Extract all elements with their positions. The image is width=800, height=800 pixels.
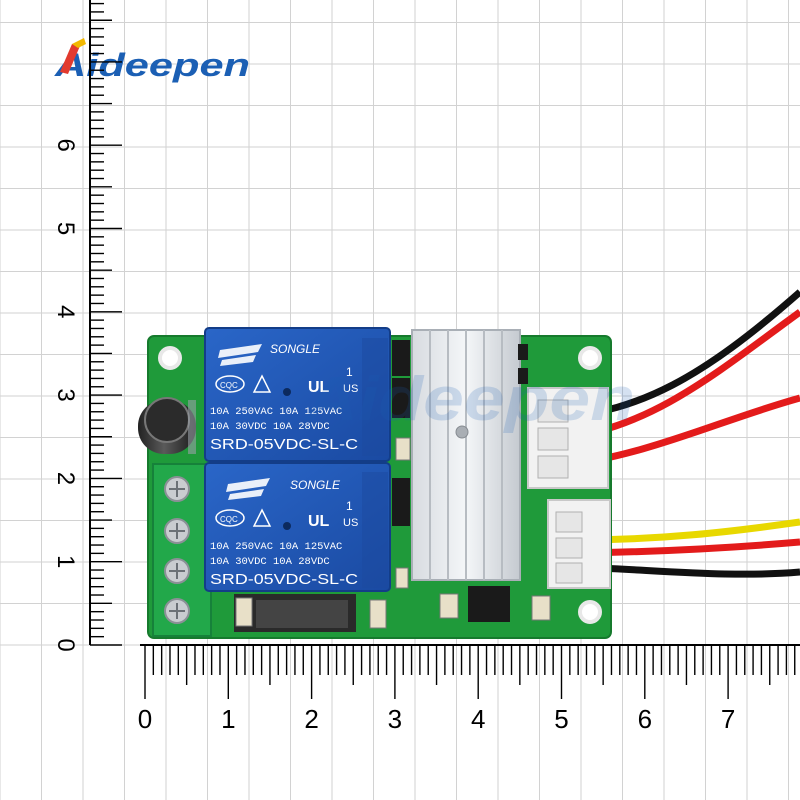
x-tick-label: 7 bbox=[721, 704, 735, 734]
relay-module: SONGLE 1 US CQC UL 10A 250VAC 10A 125VAC… bbox=[138, 327, 612, 639]
heatsink-screw bbox=[455, 425, 469, 439]
brand-logo: Aideepen bbox=[54, 38, 250, 83]
relay-2-logo-icon bbox=[226, 478, 270, 500]
relay-2-rating-2: 10A 30VDC 10A 28VDC bbox=[210, 556, 330, 568]
relay-2-warning-icon bbox=[252, 508, 272, 527]
x-tick-label: 3 bbox=[388, 704, 402, 734]
relay-1-cqc: CQC bbox=[220, 381, 238, 390]
relay-1-model: SRD-05VDC-SL-C bbox=[210, 436, 358, 453]
relay-2-dot bbox=[283, 522, 291, 530]
watermark: Aideepen bbox=[303, 365, 635, 434]
jst-connector-bottom bbox=[547, 499, 611, 589]
x-tick-label: 1 bbox=[221, 704, 235, 734]
heatsink bbox=[411, 329, 521, 581]
x-tick-label: 6 bbox=[638, 704, 652, 734]
logo-wordmark: Aideepen bbox=[54, 47, 250, 83]
y-tick-label: 2 bbox=[52, 472, 79, 485]
relay-2: SONGLE 1 US CQC UL 10A 250VAC 10A 125VAC… bbox=[204, 462, 391, 592]
x-tick-label: 0 bbox=[138, 704, 152, 734]
y-tick-label: 4 bbox=[52, 305, 79, 318]
logo-flag-red bbox=[60, 44, 80, 74]
relay-2-cqc: CQC bbox=[220, 515, 238, 524]
relay-2-model: SRD-05VDC-SL-C bbox=[210, 571, 358, 588]
relay-2-rating-1: 10A 250VAC 10A 125VAC bbox=[210, 541, 342, 553]
relay-2-cqc-badge bbox=[215, 509, 245, 527]
x-tick-label: 4 bbox=[471, 704, 485, 734]
jst-connector-top bbox=[527, 387, 609, 489]
relay-1: SONGLE 1 US CQC UL 10A 250VAC 10A 125VAC… bbox=[204, 327, 391, 462]
relay-1-dot bbox=[283, 388, 291, 396]
terminal-screws bbox=[164, 476, 190, 624]
relay-1-brand: SONGLE bbox=[270, 342, 321, 356]
mounting-hole-br bbox=[578, 600, 602, 624]
relay-2-brand: SONGLE bbox=[290, 478, 341, 492]
y-tick-label: 1 bbox=[52, 555, 79, 568]
relay-2-cert: US bbox=[343, 517, 358, 529]
horizontal-ruler: 0 1 2 3 4 5 6 7 bbox=[138, 644, 800, 734]
smd-components bbox=[234, 340, 551, 632]
relay-1-pin: 1 bbox=[346, 365, 353, 379]
relay-1-warning-icon bbox=[252, 374, 272, 393]
relay-2-ul: UL bbox=[308, 513, 330, 530]
relay-1-cert: US bbox=[343, 383, 358, 395]
x-tick-label: 5 bbox=[554, 704, 568, 734]
mounting-hole-tr bbox=[578, 346, 602, 370]
y-tick-label: 5 bbox=[52, 222, 79, 235]
ic-chip bbox=[468, 586, 510, 622]
vertical-ruler: 0 1 2 3 4 5 6 bbox=[52, 0, 122, 652]
electrolytic-capacitor bbox=[138, 397, 196, 454]
relay-1-cqc-badge bbox=[215, 375, 245, 393]
logo-flag-yellow bbox=[72, 38, 86, 48]
relay-1-ul: UL bbox=[308, 379, 330, 396]
y-tick-label: 0 bbox=[52, 638, 79, 651]
relay-1-rating-2: 10A 30VDC 10A 28VDC bbox=[210, 421, 330, 433]
relay-1-rating-1: 10A 250VAC 10A 125VAC bbox=[210, 406, 342, 418]
x-tick-label: 2 bbox=[304, 704, 318, 734]
relay-1-logo-icon bbox=[218, 344, 262, 366]
y-tick-label: 3 bbox=[52, 388, 79, 401]
y-tick-label: 6 bbox=[52, 139, 79, 152]
relay-2-pin: 1 bbox=[346, 499, 353, 513]
mounting-hole-tl bbox=[158, 346, 182, 370]
